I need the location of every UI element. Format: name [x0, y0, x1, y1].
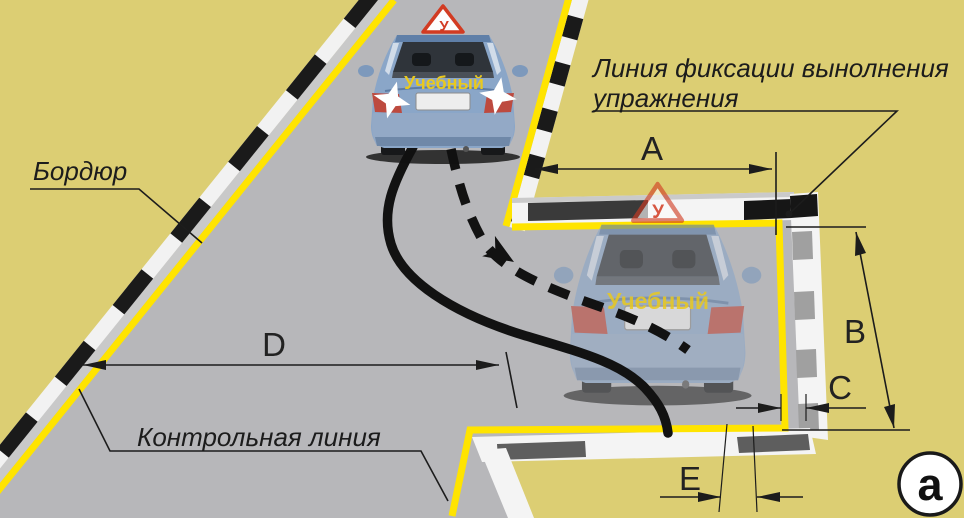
dimension-b — [782, 226, 910, 431]
parked-car-badge: Учебный — [607, 288, 709, 314]
fixation-leader-dot — [785, 210, 793, 218]
variant-marker-letter: а — [917, 459, 943, 510]
parked-car-sign-letter: У — [652, 202, 664, 223]
training-car-badge: Учебный — [404, 73, 484, 93]
left-curb — [0, 0, 397, 509]
control-line-leader — [78, 388, 449, 502]
fixation-line-label-1: Линия фиксации вынолнения — [591, 53, 949, 83]
dimension-d-label: D — [262, 326, 286, 363]
fixation-line-label-2: упражнения — [591, 83, 739, 113]
curb-label-leader — [30, 188, 203, 244]
parking-bay-curbs — [472, 192, 828, 518]
control-line-label: Контрольная линия — [137, 422, 381, 452]
fixation-line-leader — [593, 110, 899, 215]
trajectory-arrowhead-icon — [482, 235, 514, 262]
trajectory-dashed — [446, 147, 691, 354]
dimension-arrowheads — [83, 164, 895, 502]
dimension-b-label: B — [844, 313, 866, 350]
dimension-a — [535, 152, 777, 235]
curb-label: Бордюр — [33, 156, 127, 186]
trajectory-solid — [382, 142, 673, 438]
bay-yellow-marking — [448, 219, 789, 517]
variant-marker: а — [897, 451, 963, 517]
dimension-a-label: A — [641, 130, 663, 167]
dimension-c-label: C — [828, 369, 852, 406]
dimension-d — [83, 351, 518, 409]
training-car-sign-letter: У — [439, 18, 449, 35]
dimension-e-label: E — [679, 460, 701, 497]
